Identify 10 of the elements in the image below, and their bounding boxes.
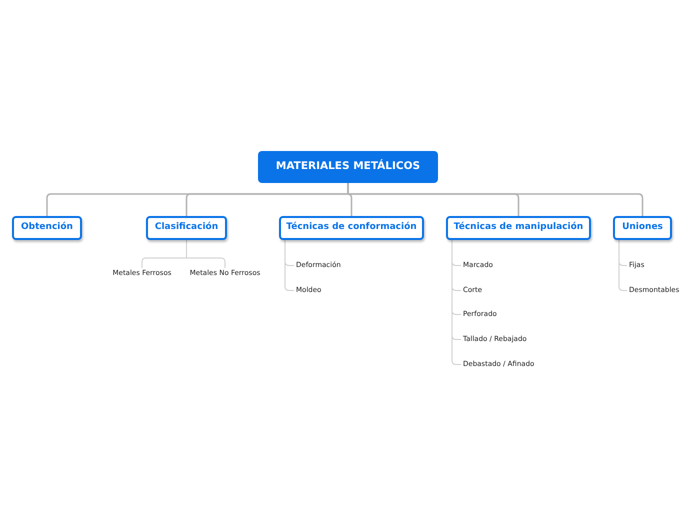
- connector-line: [284, 240, 294, 291]
- topic-box: Técnicas de conformación: [279, 216, 424, 240]
- topic-box: Técnicas de manipulación: [446, 216, 591, 240]
- topic-box: Clasificación: [146, 216, 227, 240]
- connector-line: [618, 240, 628, 291]
- topic-box: Uniones: [613, 216, 672, 240]
- topic-box: Obtención: [12, 216, 82, 240]
- connector-line: [186, 240, 226, 268]
- central-topic: MATERIALES METÁLICOS: [258, 151, 438, 183]
- connector-line: [452, 240, 462, 365]
